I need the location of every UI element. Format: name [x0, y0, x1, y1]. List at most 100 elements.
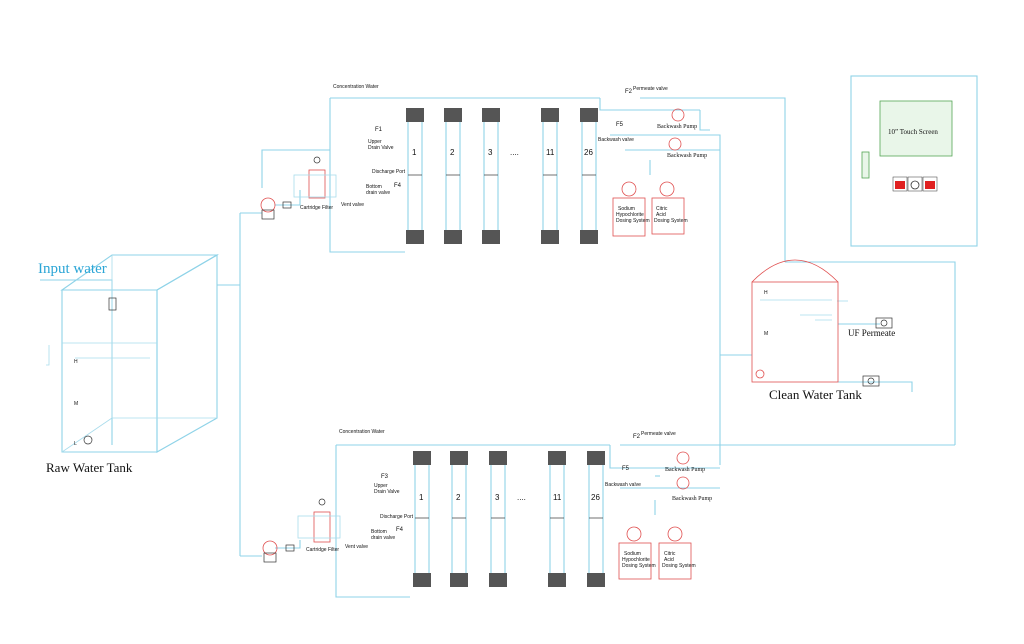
top-dosing-2-line1: Citric	[656, 206, 668, 212]
bottom-cartridge-filter	[297, 498, 341, 543]
bottom-module-label-1: 1	[419, 493, 424, 502]
bottom-f2-tag: F2	[633, 434, 641, 440]
top-module-26	[580, 108, 598, 244]
clean-outlet-pump	[862, 375, 880, 387]
bottom-permeate-valve-label: Permeate valve	[641, 431, 676, 437]
bottom-f5-tag: F5	[622, 466, 630, 472]
raw-water-tank: H M L	[60, 254, 220, 453]
top-module-1	[406, 108, 424, 244]
top-discharge-port-label: Discharge Port	[372, 169, 406, 175]
bottom-module-label-26: 26	[591, 493, 600, 502]
bottom-dosing-1-line3: Dosing System	[622, 563, 656, 569]
top-dosing-2-label: Citric Acid Dosing System	[654, 206, 688, 224]
input-water-label: Input water	[38, 261, 107, 277]
bottom-module-1	[413, 451, 431, 587]
top-dosing-1-line2: Hypochlorite	[616, 212, 644, 218]
top-backwash-pump-1-label: Backwash Pump	[657, 124, 697, 130]
top-module-3	[482, 108, 500, 244]
bottom-bottom-drain-line1: Bottom	[371, 529, 387, 535]
clean-water-tank-label: Clean Water Tank	[769, 387, 862, 402]
bottom-dosing-1-line1: Sodium	[624, 551, 641, 557]
top-dosing-system-2	[651, 181, 685, 235]
bottom-discharge-port-label: Discharge Port	[380, 514, 414, 520]
bottom-f3-tag: F3	[381, 474, 389, 480]
bottom-vent-valve-label: Vent valve	[345, 544, 368, 550]
bottom-dosing-2-line3: Dosing System	[662, 563, 696, 569]
raw-tank-level-low: L	[74, 441, 77, 447]
top-vent-valve-label: Vent valve	[341, 202, 364, 208]
bottom-uf-modules	[413, 451, 605, 587]
emergency-stop-button[interactable]	[907, 176, 923, 192]
top-backwash-valve-label: Backwash valve	[598, 137, 634, 143]
top-upper-drain-line2: Drain Valve	[368, 145, 394, 151]
bottom-module-11	[548, 451, 566, 587]
bottom-backwash-pump-1-label: Backwash Pump	[665, 467, 705, 473]
bottom-backwash-valve-label: Backwash valve	[605, 482, 641, 488]
top-backwash-pump-1	[671, 108, 685, 122]
clean-tank-level-high: H	[764, 290, 768, 296]
top-bottom-drain-line1: Bottom	[366, 184, 382, 190]
top-module-label-26: 26	[584, 148, 593, 157]
top-feed-pump	[260, 197, 292, 220]
bottom-f4-tag: F4	[396, 527, 404, 533]
top-concentration-water-label: Concentration Water	[333, 84, 379, 90]
top-f4-tag: F4	[394, 183, 402, 189]
top-backwash-pump-2-label: Backwash Pump	[667, 153, 707, 159]
top-module-label-2: 2	[450, 148, 455, 157]
bottom-dosing-2-label: Citric Acid Dosing System	[662, 551, 696, 569]
control-panel-buttons	[892, 176, 938, 192]
clean-tank-level-mid: M	[764, 331, 768, 337]
bottom-dosing-1-line2: Hypochlorite	[622, 557, 650, 563]
top-module-2	[444, 108, 462, 244]
top-permeate-valve-label: Permeate valve	[633, 86, 668, 92]
top-upper-drain-line1: Upper	[368, 139, 382, 145]
bottom-backwash-pump-2	[676, 476, 690, 490]
top-dosing-1-line1: Sodium	[618, 206, 635, 212]
top-module-label-3: 3	[488, 148, 493, 157]
touch-screen-label: 10” Touch Screen	[888, 128, 938, 136]
bottom-module-3	[489, 451, 507, 587]
top-module-label-ellipsis: ....	[510, 148, 519, 157]
top-bottom-drain-valve-label: Bottom drain valve	[366, 184, 390, 196]
control-panel	[850, 75, 978, 247]
bottom-feed-pump	[262, 540, 295, 563]
bottom-upper-drain-valve-label: Upper Drain Valve	[374, 483, 400, 495]
bottom-backwash-pump-2-label: Backwash Pump	[672, 496, 712, 502]
bottom-module-label-3: 3	[495, 493, 500, 502]
top-backwash-pump-2	[668, 137, 682, 151]
bottom-dosing-system-2	[658, 526, 692, 580]
bottom-module-label-11: 11	[553, 493, 562, 502]
fault-alarm-button[interactable]	[922, 176, 938, 192]
top-dosing-system-1	[612, 181, 646, 237]
uf-permeate-pump	[875, 317, 893, 329]
top-cartridge-filter-label: Cartridge Filter	[300, 205, 333, 211]
uf-permeate-label: UF Permeate	[848, 328, 895, 338]
bottom-module-2	[450, 451, 468, 587]
raw-tank-level-high: H	[74, 359, 78, 365]
top-f1-tag: F1	[375, 127, 383, 133]
bottom-cartridge-filter-label: Cartridge Filter	[306, 547, 339, 553]
raw-water-tank-label: Raw Water Tank	[46, 460, 133, 475]
top-dosing-2-line2: Acid	[656, 212, 666, 218]
bottom-module-label-ellipsis: ....	[517, 493, 526, 502]
top-module-label-11: 11	[546, 148, 555, 157]
bottom-upper-drain-line2: Drain Valve	[374, 489, 400, 495]
top-cartridge-filter	[293, 156, 337, 199]
bottom-dosing-2-line2: Acid	[664, 557, 674, 563]
clean-water-tank: H M	[751, 259, 839, 383]
top-dosing-1-line3: Dosing System	[616, 218, 650, 224]
top-uf-modules	[406, 108, 598, 244]
bottom-backwash-pump-1	[676, 451, 690, 465]
power-switch-button[interactable]	[892, 176, 908, 192]
bottom-dosing-system-1	[618, 526, 652, 580]
top-dosing-1-label: Sodium Hypochlorite Dosing System	[616, 206, 650, 224]
bottom-module-26	[587, 451, 605, 587]
bottom-dosing-1-label: Sodium Hypochlorite Dosing System	[622, 551, 656, 569]
bottom-module-label-2: 2	[456, 493, 461, 502]
top-bottom-drain-line2: drain valve	[366, 190, 390, 196]
bottom-bottom-drain-line2: drain valve	[371, 535, 395, 541]
top-module-11	[541, 108, 559, 244]
top-upper-drain-valve-label: Upper Drain Valve	[368, 139, 394, 151]
bottom-upper-drain-line1: Upper	[374, 483, 388, 489]
